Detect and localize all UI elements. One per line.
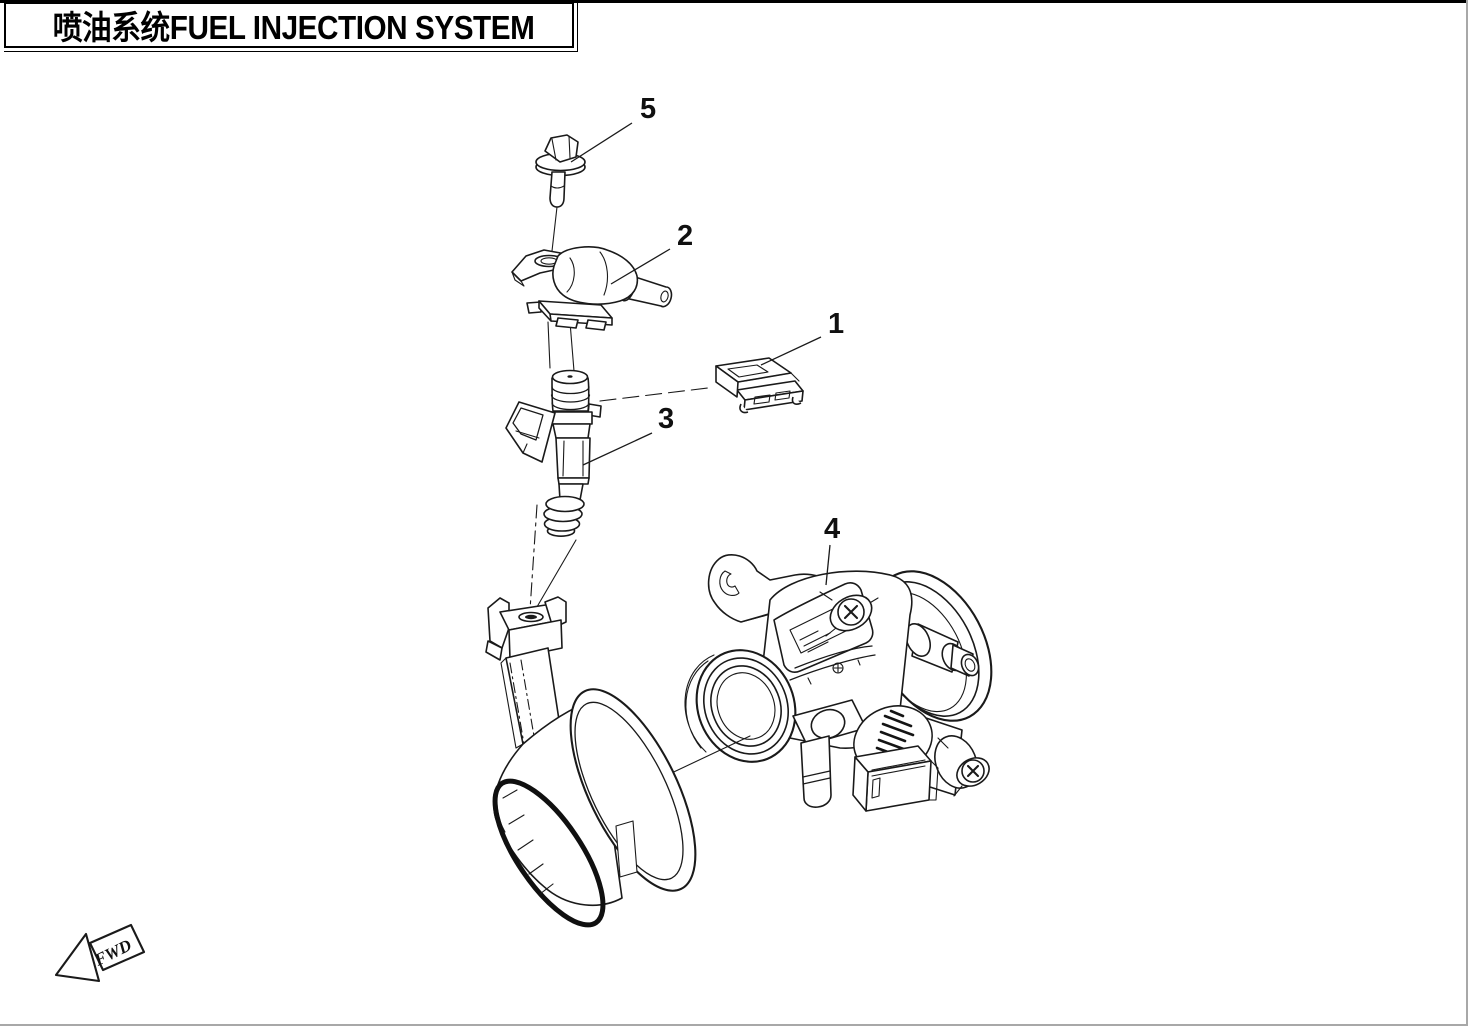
fuel-injector-part-3 bbox=[505, 369, 602, 537]
lower-boss-spigot bbox=[792, 699, 867, 808]
sensor-screw bbox=[819, 591, 879, 637]
injector-clip-part-1 bbox=[715, 357, 804, 414]
callout-number-4: 4 bbox=[824, 513, 840, 545]
page-title-en: FUEL INJECTION SYSTEM bbox=[169, 9, 535, 46]
fuel-inlet-joint-part-2 bbox=[511, 246, 673, 331]
motor-label-text bbox=[875, 709, 915, 758]
fwd-direction-arrow: FWD bbox=[54, 923, 146, 983]
title-box-frame: 喷油系统FUEL INJECTION SYSTEM bbox=[4, 2, 578, 52]
callout-leader-2 bbox=[610, 248, 671, 285]
throttle-cam-band bbox=[789, 645, 876, 685]
mouth-hatching bbox=[502, 789, 554, 895]
vacuum-nipple bbox=[905, 623, 980, 677]
callout-number-1: 1 bbox=[828, 308, 844, 340]
page-top-border bbox=[0, 0, 1466, 3]
title-box: 喷油系统FUEL INJECTION SYSTEM bbox=[4, 2, 574, 48]
callout-layer: 5 2 1 3 4 bbox=[570, 93, 844, 586]
throttle-body-part-4 bbox=[660, 554, 993, 812]
callout-number-2: 2 bbox=[677, 220, 693, 252]
flange-bolt-part-5 bbox=[535, 134, 586, 208]
callout-leader-4 bbox=[825, 544, 831, 586]
intake-bore bbox=[684, 649, 797, 763]
callout-number-3: 3 bbox=[658, 403, 674, 435]
page-title-zh: 喷油系统 bbox=[52, 9, 170, 46]
callout-leader-3 bbox=[582, 432, 653, 466]
assembly-axis-lines bbox=[529, 206, 709, 613]
intake-adapter bbox=[485, 596, 697, 928]
page-title: 喷油系统FUEL INJECTION SYSTEM bbox=[6, 4, 535, 46]
callout-leader-1 bbox=[760, 336, 822, 366]
electrical-connector bbox=[852, 745, 939, 812]
callout-leader-5 bbox=[570, 122, 633, 163]
callout-number-5: 5 bbox=[640, 93, 656, 125]
